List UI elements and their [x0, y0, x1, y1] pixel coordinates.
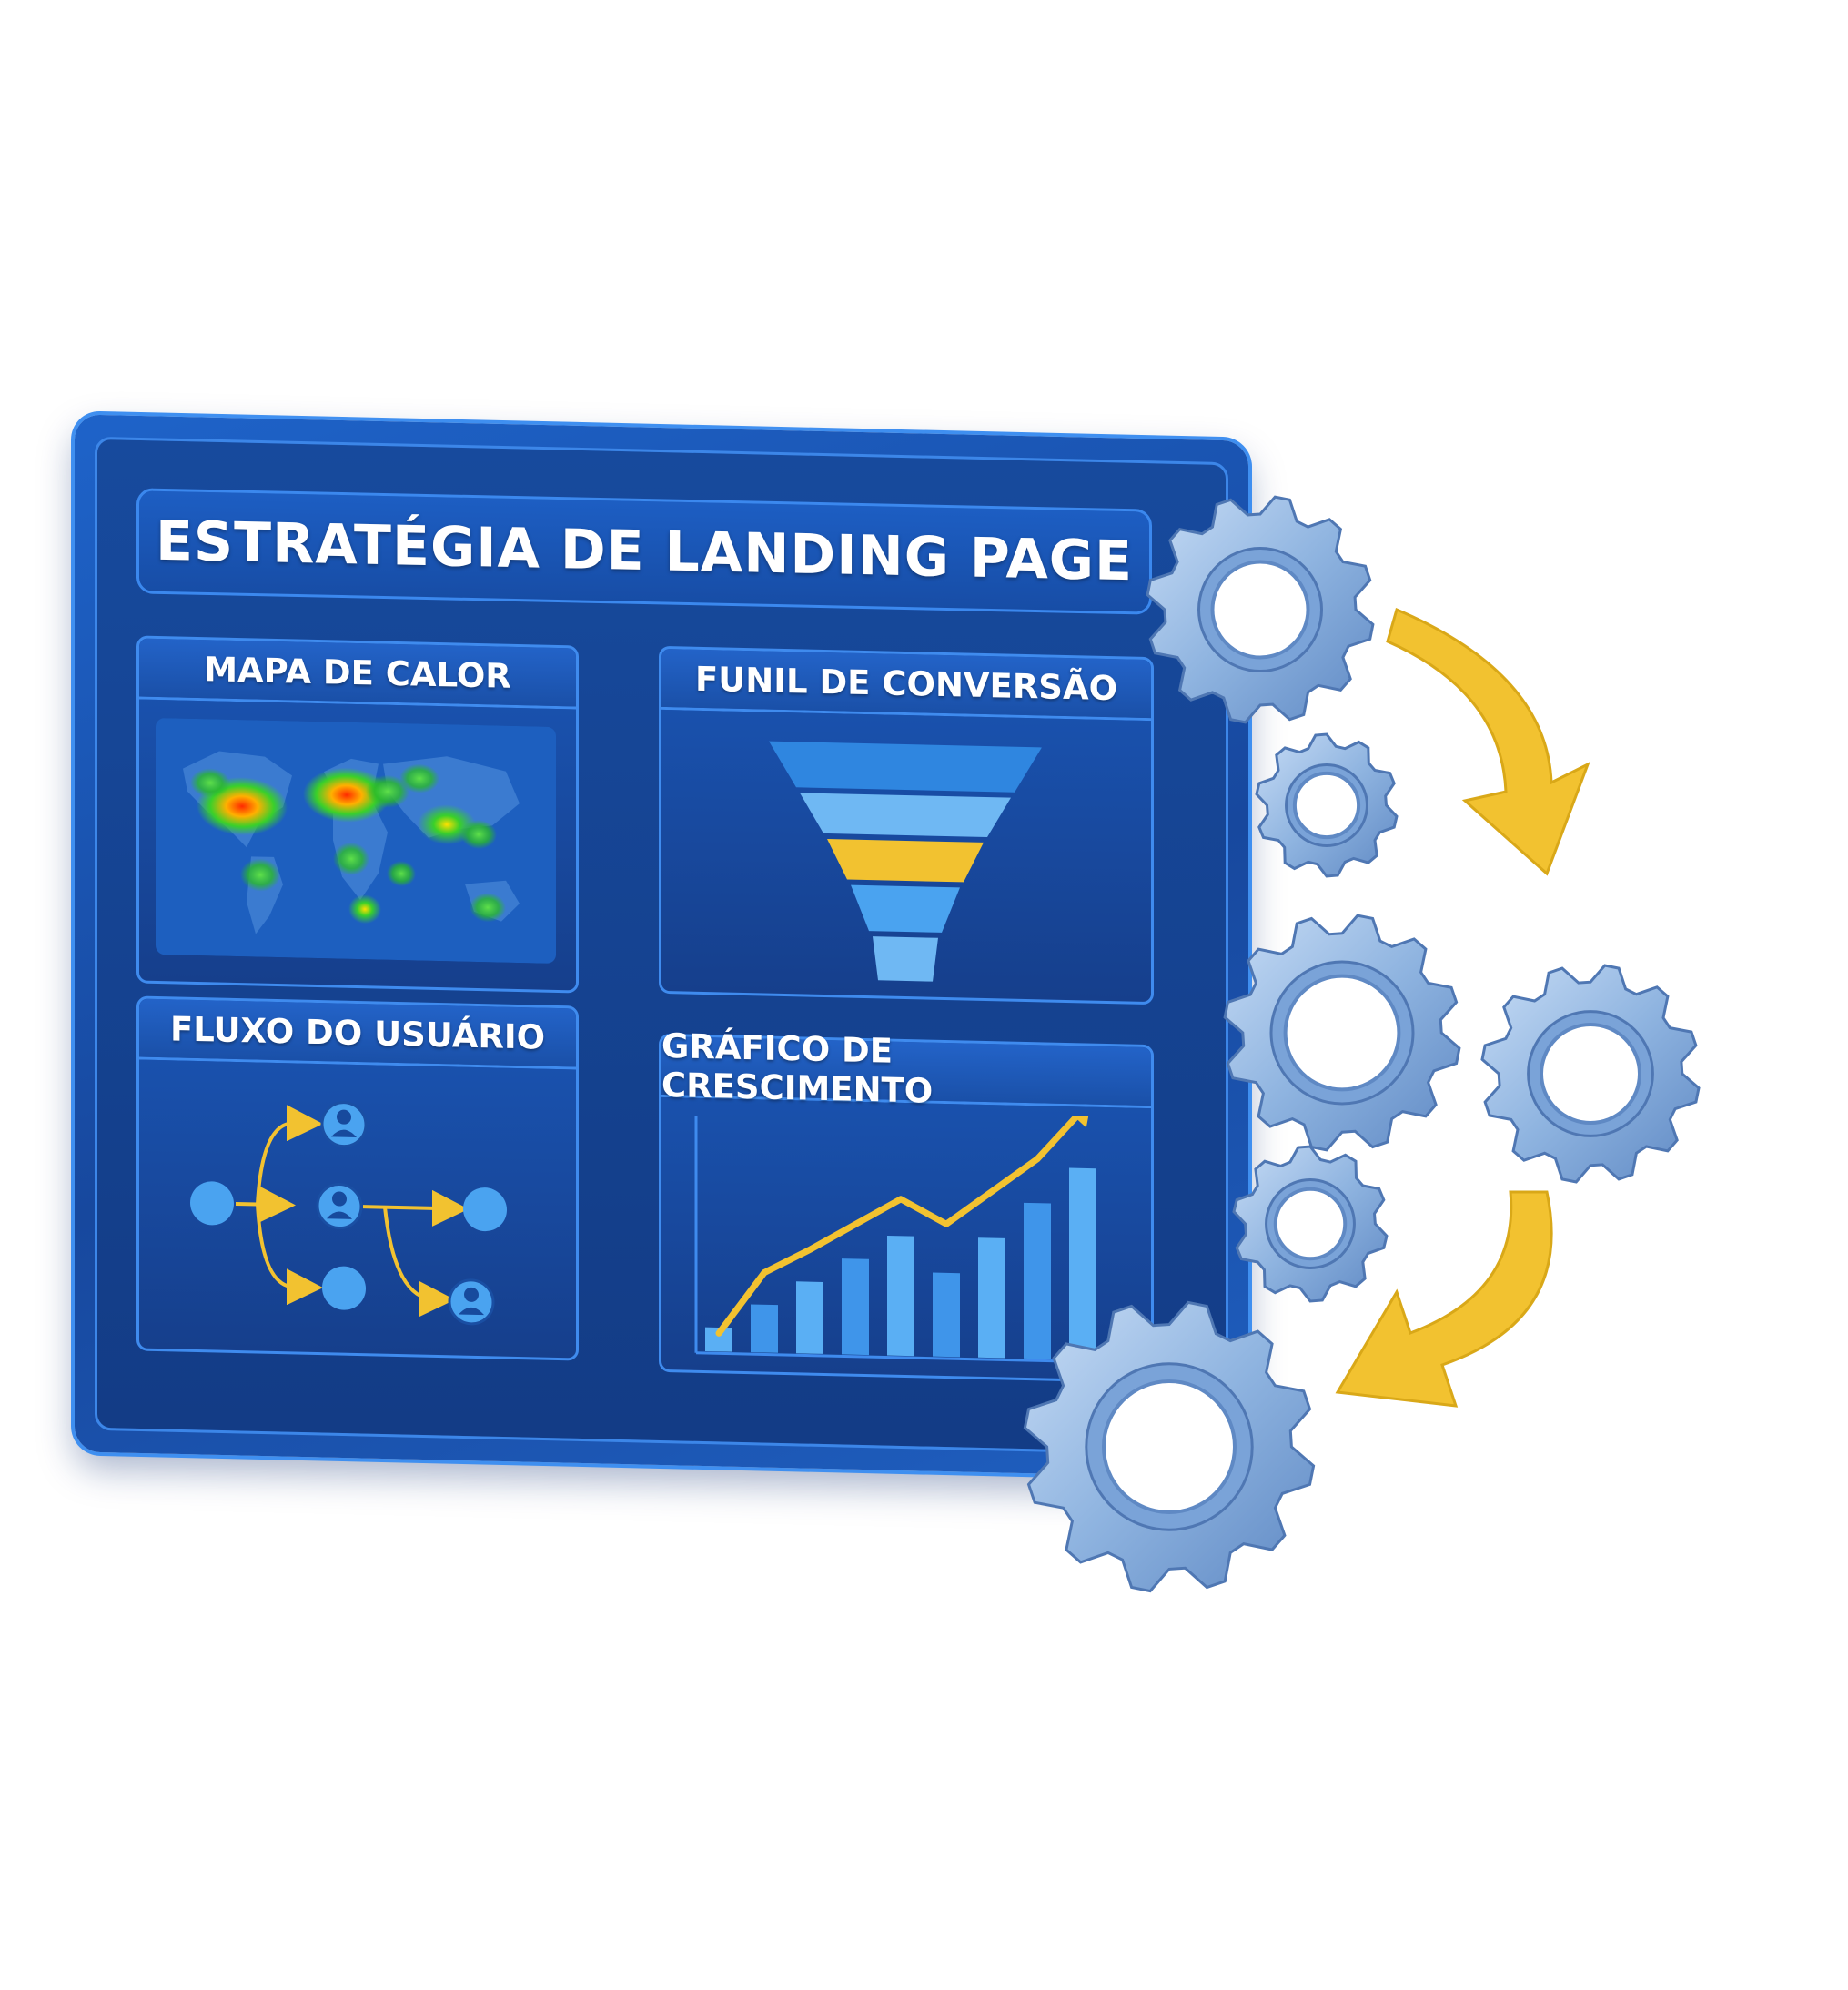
- funnel-panel: FUNIL DE CONVERSÃO: [659, 645, 1154, 1005]
- trend-arrow-icon: [715, 1106, 1086, 1337]
- funnel-icon: [769, 741, 1042, 982]
- chart-bar: [887, 1235, 914, 1357]
- gear-icon: [1255, 732, 1399, 878]
- chart-bar: [1024, 1202, 1051, 1359]
- user-icon: [320, 1101, 368, 1148]
- curved-arrow-icon: [1386, 607, 1590, 876]
- gear-icon: [1146, 495, 1375, 724]
- chart-bar: [842, 1258, 869, 1356]
- chart-bar: [796, 1281, 823, 1354]
- chart-x-axis: [696, 1351, 1124, 1364]
- chart-bar: [705, 1327, 732, 1352]
- growth-panel-body: [661, 1097, 1151, 1380]
- gear-icon: [1480, 964, 1701, 1184]
- chart-bar: [978, 1237, 1005, 1359]
- growth-panel: GRÁFICO DE CRESCIMENTO: [659, 1026, 1154, 1384]
- curved-arrow-icon: [1335, 1190, 1553, 1408]
- user-icon: [316, 1183, 363, 1230]
- heatmap-panel-body: [139, 700, 576, 991]
- chart-bar: [1069, 1167, 1096, 1360]
- gear-icon: [1223, 914, 1461, 1152]
- funnel-panel-body: [661, 710, 1151, 1002]
- world-map-icon: [156, 718, 556, 964]
- heatmap-panel: MAPA DE CALOR: [136, 635, 579, 994]
- chart-bar: [751, 1304, 778, 1353]
- chart-bar: [933, 1272, 960, 1358]
- gear-icon: [1232, 1145, 1389, 1303]
- user-flow-panel-body: [139, 1060, 576, 1359]
- user-flow-diagram: [190, 1101, 507, 1326]
- growth-chart: [694, 1106, 1124, 1364]
- user-icon: [448, 1278, 495, 1326]
- gear-icon: [1023, 1300, 1316, 1593]
- user-flow-panel: FLUXO DO USUÁRIO: [136, 995, 579, 1361]
